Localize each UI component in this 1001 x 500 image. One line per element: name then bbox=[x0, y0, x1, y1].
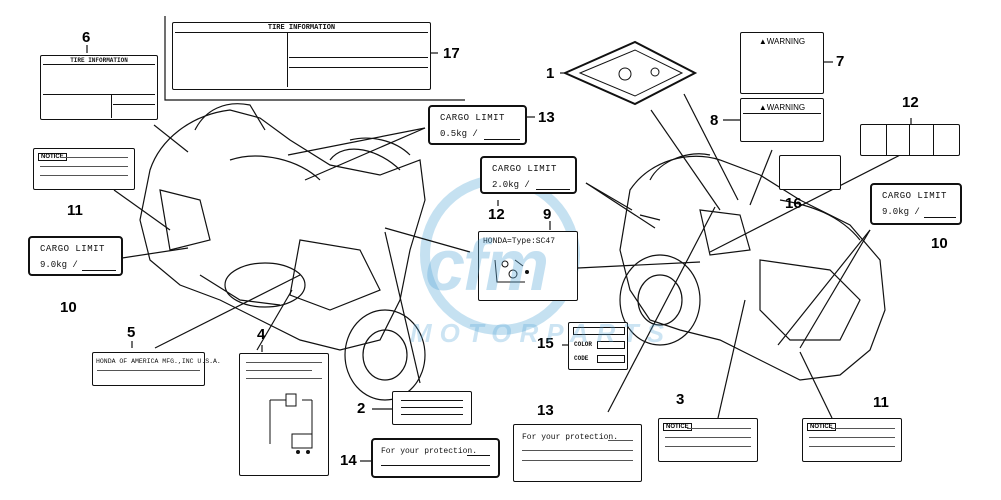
connector-diagram-icon bbox=[269, 393, 313, 454]
protection-label-16: For your protection. bbox=[371, 438, 500, 478]
callout-8: 8 bbox=[710, 112, 719, 129]
callout-10-right: 10 bbox=[931, 235, 948, 252]
callout-12: 12 bbox=[488, 206, 505, 223]
wiring-symbol-icon bbox=[494, 259, 529, 283]
callout-15: 13 bbox=[537, 402, 554, 419]
callout-2: 2 bbox=[357, 400, 366, 417]
cargo-limit-label-10-right: CARGO LIMIT 9.0kg / bbox=[870, 183, 962, 225]
callout-7: 7 bbox=[836, 53, 845, 70]
blank-label-18 bbox=[779, 155, 841, 190]
notice-label-11-left: NOTICE bbox=[33, 148, 135, 190]
leader-lines bbox=[113, 93, 911, 419]
callout-17: 15 bbox=[537, 335, 554, 352]
notice-label-3: NOTICE bbox=[658, 418, 758, 462]
warning-label-8: ▲WARNING bbox=[740, 98, 824, 142]
watermark-brand: cfm bbox=[425, 226, 549, 306]
callout-19: 17 bbox=[443, 45, 460, 62]
protection-label-15: For your protection. bbox=[513, 424, 642, 482]
blank-label-2 bbox=[392, 391, 472, 425]
callout-3: 3 bbox=[676, 391, 685, 408]
callout-16: 14 bbox=[340, 452, 357, 469]
cargo-limit-label-13: CARGO LIMIT 0.5kg / bbox=[428, 105, 527, 145]
right-motorcycle-illustration bbox=[619, 153, 886, 381]
tire-information-label-6: TIRE INFORMATION bbox=[40, 55, 158, 120]
callout-6: 6 bbox=[82, 29, 91, 46]
decal-diamond bbox=[562, 40, 698, 106]
callout-1: 1 bbox=[546, 65, 555, 82]
callout-11-right: 11 bbox=[873, 394, 889, 411]
callout-5: 5 bbox=[127, 324, 136, 341]
notice-label-11-right: NOTICE bbox=[802, 418, 902, 462]
cargo-limit-label-12: CARGO LIMIT 2.0kg / bbox=[480, 156, 577, 194]
callout-18: 16 bbox=[785, 195, 802, 212]
type-plate-label-9: HONDA=Type:SC47 bbox=[478, 231, 578, 301]
wiring-label-4 bbox=[239, 353, 329, 476]
tire-information-label-19: TIRE INFORMATION bbox=[172, 22, 431, 90]
callout-14: 12 bbox=[902, 94, 919, 111]
warning-label-7: ▲WARNING bbox=[740, 32, 824, 94]
left-motorcycle-illustration bbox=[139, 103, 426, 401]
callout-11-left: 11 bbox=[67, 202, 83, 219]
callout-13: 13 bbox=[538, 109, 555, 126]
callout-9: 9 bbox=[543, 206, 552, 223]
color-code-label-17: COLOR CODE bbox=[568, 322, 628, 370]
manufacturer-label-5: HONDA OF AMERICA MFG.,INC U.S.A. bbox=[92, 352, 221, 386]
cargo-limit-label-10-left: CARGO LIMIT 9.0kg / bbox=[28, 236, 123, 276]
callout-4: 4 bbox=[257, 326, 266, 343]
blank-label-14 bbox=[860, 124, 960, 156]
callout-10-left: 10 bbox=[60, 299, 77, 316]
watermark-sub: MOTORPARTS bbox=[410, 318, 673, 348]
